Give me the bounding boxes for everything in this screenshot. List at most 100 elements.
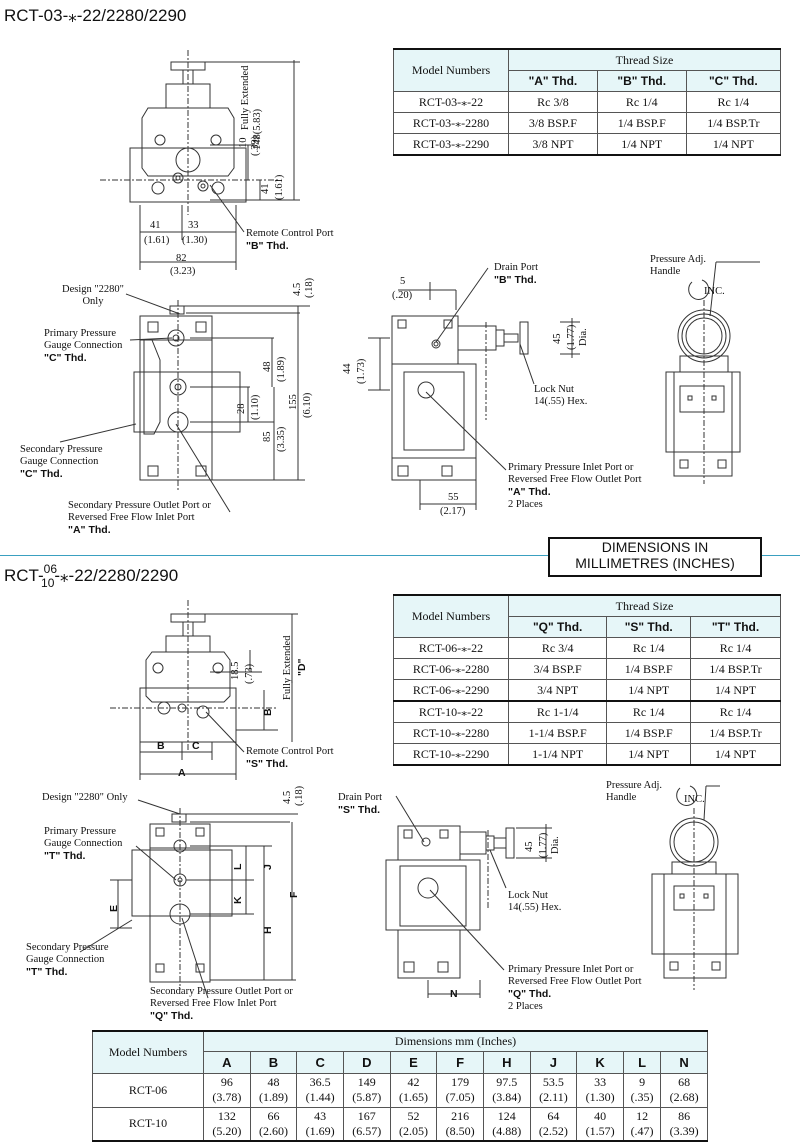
dim-col: E [389,1050,438,1074]
units-line-2: MILLIMETRES (INCHES) [575,555,735,571]
dim-44: 44 [342,363,353,375]
dim-header-model: Model Numbers [92,1030,204,1074]
table-cell: RCT-03-⁎-22 [393,91,509,113]
dim-H: H [262,926,274,934]
drain-port-label-2: Drain Port"S" Thd. [338,792,383,816]
dim-cell: 9(.35) [622,1072,662,1108]
dim-41-in: (1.61) [144,235,170,246]
table-cell: 1/4 BSP.F [596,112,687,134]
table-cell: RCT-06-⁎-22 [393,637,509,659]
dim-cell: 97.5(3.84) [482,1072,531,1108]
dim-18-5: 18.5 [230,661,241,680]
drain-port-label: Drain Port"B" Thd. [494,262,539,286]
dim-45-b-in: (1.77) [538,832,549,858]
table-cell: Rc 3/8 [508,91,598,113]
dim-L: L [232,863,244,870]
dim-J: J [262,864,274,870]
dim-cell: 124(4.88) [482,1106,531,1142]
design-label: Design "2280"Only [62,284,124,307]
dim-85: 85 [262,431,273,443]
dim-cell: 36.5(1.44) [296,1072,344,1108]
dim-5-in: (.20) [392,290,413,301]
dim-F: F [288,891,300,898]
dim-cell: 66(2.60) [249,1106,298,1142]
dim-col: D [342,1050,391,1074]
dim-col: B [249,1050,298,1074]
units-line-1: DIMENSIONS IN [601,539,709,555]
dim-C: C [192,740,200,752]
dim-col: N [660,1050,708,1074]
dim-col: A [203,1050,251,1074]
table-cell: Rc 1/4 [685,91,782,113]
table-row: RCT-06 96(3.78) 48(1.89) 36.5(1.44) 149(… [92,1072,708,1108]
dim-155-in: (6.10) [302,392,313,418]
table-header-model: Model Numbers [393,594,509,638]
table-cell: 1-1/4 NPT [507,743,608,766]
dim-cell: 167(6.57) [342,1106,391,1142]
remote-port-label-2: Remote Control Port"S" Thd. [246,746,334,770]
table-header-col: "S" Thd. [606,616,692,638]
table-header-col: "C" Thd. [685,70,782,92]
dim-41: 41 [150,220,161,231]
fully-extended-label-2: Fully Extended [282,635,293,700]
dimensions-table: Model Numbers Dimensions mm (Inches) A B… [92,1030,708,1142]
table-header-col: "T" Thd. [690,616,781,638]
table-header-model: Model Numbers [393,48,509,92]
table-header-col: "A" Thd. [508,70,598,92]
table-cell: 1/4 NPT [606,743,692,766]
dim-col: H [482,1050,531,1074]
bottom-side-view-1 [79,799,298,999]
dim-4-5-b-in: (.18) [294,785,305,806]
dim-model-cell: RCT-06 [92,1072,204,1108]
dim-cell: 12(.47) [622,1106,662,1142]
dim-10-in: (.39) [250,135,261,156]
table-cell: 3/4 NPT [507,679,608,702]
dim-155: 155 [288,394,299,410]
dim-4-5: 4.5 [292,282,303,296]
dim-45: 45 [552,333,563,345]
dim-48-in: (1.89) [276,356,287,382]
table-cell: Rc 3/4 [507,637,608,659]
dim-col: L [622,1050,662,1074]
bottom-front-view [110,600,298,780]
dim-44-in: (1.73) [356,358,367,384]
dim-cell: 33(1.30) [576,1072,624,1108]
top-pointers [59,293,231,513]
dim-cell: 48(1.89) [249,1072,298,1108]
dim-10: 10 [238,137,249,149]
bottom-right-view [651,785,739,990]
dim-cell: 132(5.20) [203,1106,251,1142]
dim-45-in: (1.77) [566,324,577,350]
dim-header-group: Dimensions mm (Inches) [203,1030,708,1052]
dim-col: J [529,1050,578,1074]
dim-B: B [157,740,165,752]
fully-extended-label: Fully Extended [240,65,251,130]
bottom-section-title: RCT-0610-⁎-22/2280/2290 [4,562,179,590]
dim-N: N [450,988,458,1000]
table-cell: RCT-10-⁎-2290 [393,743,509,766]
inc-label-2: INC. [684,794,705,805]
dim-cell: 96(3.78) [203,1072,251,1108]
dim-85-in: (3.35) [276,426,287,452]
dim-cell: 40(1.57) [576,1106,624,1142]
dim-82: 82 [176,253,187,264]
bottom-thread-table: Model Numbers Thread Size "Q" Thd. "S" T… [393,594,781,766]
table-cell: 1/4 NPT [690,679,781,702]
bottom-side-view-2 [385,795,552,998]
dim-82-in: (3.23) [170,266,196,277]
dim-cell: 86(3.39) [660,1106,708,1142]
dia-label: Dia. [578,328,589,346]
dim-cell: 216(8.50) [436,1106,484,1142]
table-cell: 3/4 BSP.F [507,658,608,680]
table-cell: Rc 1/4 [690,700,781,723]
